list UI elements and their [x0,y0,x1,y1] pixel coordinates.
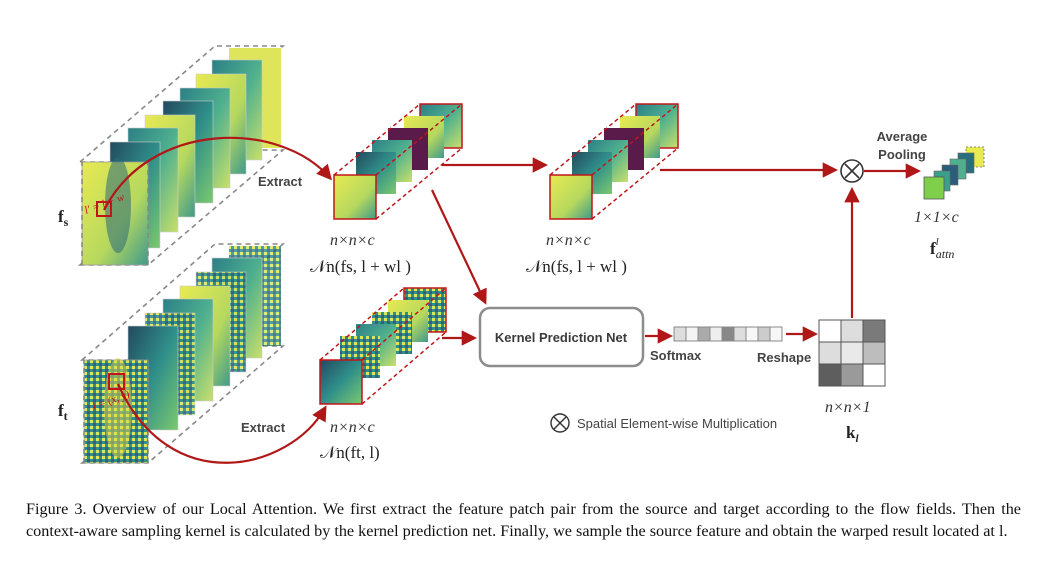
to-kpn-arrow-top [431,189,487,305]
source-patch-stack-2 [549,103,679,220]
dims-top-1: n×n×c [330,232,375,249]
neighborhood-top-1: 𝒩n(fs, l + wl ) [310,257,411,276]
extract-arrow-bottom [116,383,327,464]
kernel-cell [862,319,886,343]
neighborhood-bottom: 𝒩n(ft, l) [320,443,380,462]
dims-top-2: n×n×c [546,232,591,249]
neighborhood-top-2: 𝒩n(fs, l + wl ) [526,257,627,276]
local-attention-diagram: fs l' = l + w ft l = (x, y) Extract Extr… [58,45,985,464]
kernel-cell [840,319,864,343]
extract-arrow-top [103,136,333,211]
kernel-prediction-net-box [478,306,645,368]
extract-label-bottom: Extract [241,420,286,435]
kernel-grid [818,319,886,387]
target-patch-stack [319,287,447,405]
dims-bottom: n×n×c [330,419,375,436]
kernel-cell [818,363,842,387]
source-patch-marker [96,201,112,217]
source-patch-stack-1 [333,103,463,220]
ft-label: ft [58,401,68,423]
fs-label: fs [58,207,69,229]
kernel-cell [862,341,886,365]
average-pooling-label-1: Average [877,129,928,144]
kernel-cell [840,363,864,387]
target-patch-marker [108,373,125,390]
kernel-dims: n×n×1 [825,399,871,416]
extract-label-top: Extract [258,174,303,189]
output-dims: 1×1×c [914,209,959,226]
predicted-kernel-vector [673,326,783,342]
legend-text: Spatial Element-wise Multiplication [577,416,777,431]
kernel-cell [818,319,842,343]
target-feature-stack [79,243,286,464]
output-feature-vector [923,146,985,200]
average-pooling-label-2: Pooling [878,147,926,162]
kernel-cell [862,363,886,387]
kernel-prediction-net-label: Kernel Prediction Net [495,330,628,345]
source-feature-stack [77,45,286,266]
kernel-cell [840,341,864,365]
reshape-label: Reshape [757,350,811,365]
legend: Spatial Element-wise Multiplication [550,413,777,433]
kernel-cell [818,341,842,365]
kernel-label: kl [846,423,859,445]
softmax-label: Softmax [650,348,702,363]
figure-caption: Figure 3. Overview of our Local Attentio… [26,500,1021,540]
